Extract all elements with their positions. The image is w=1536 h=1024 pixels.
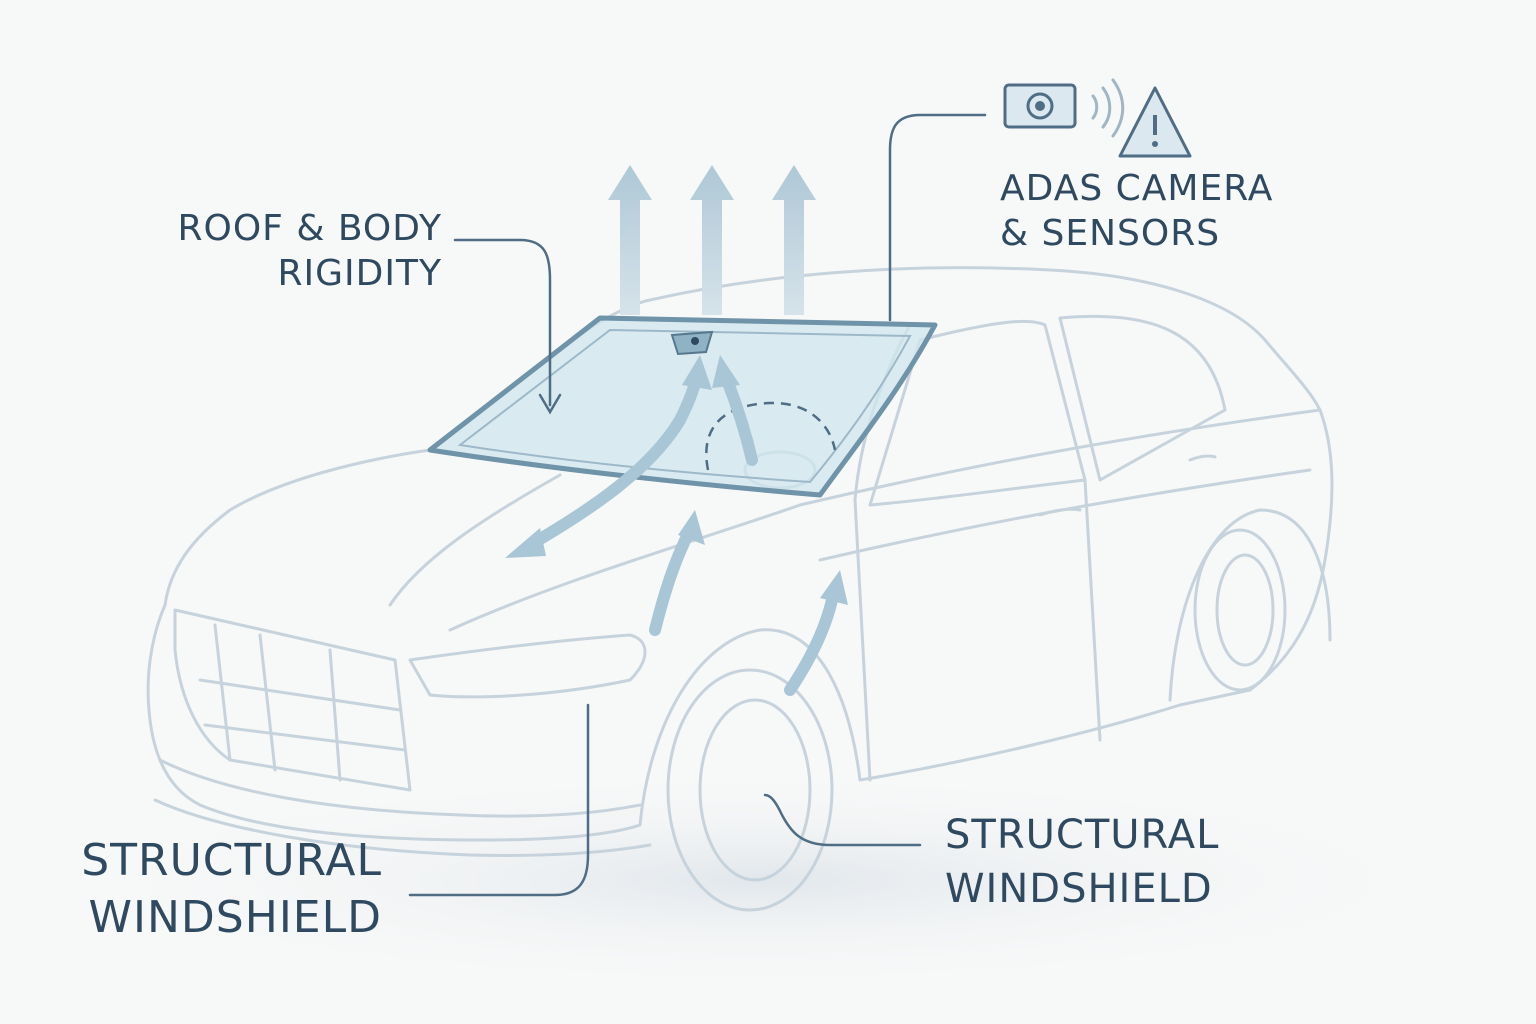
label-structural-left-line1: STRUCTURAL: [81, 835, 382, 886]
side-crease: [818, 468, 1312, 562]
rear-wheel-rim: [1215, 553, 1275, 667]
window-rear: [1058, 314, 1227, 482]
leader-roof-head: [538, 393, 562, 415]
rear-body: [1178, 408, 1334, 707]
label-roof-line2: RIGIDITY: [277, 253, 442, 294]
up-arrow-2: [690, 165, 734, 315]
car-body: [146, 266, 1334, 912]
leader-structural-left: [408, 703, 590, 897]
grille-bar-3: [328, 648, 342, 782]
load-arrow-diag: [524, 369, 703, 551]
side-sill: [858, 703, 1182, 782]
label-structural-left-line2: WINDSHIELD: [88, 892, 382, 943]
arrowhead-1: [505, 528, 546, 558]
label-adas-camera-sensors: ADAS CAMERA & SENSORS: [1000, 168, 1273, 254]
leader-adas: [888, 113, 987, 322]
camera-icon: [1003, 83, 1077, 129]
up-arrow-1: [608, 165, 652, 315]
label-adas-line1: ADAS CAMERA: [1000, 168, 1274, 209]
label-roof-line1: ROOF & BODY: [177, 208, 442, 249]
rear-wheel: [1193, 528, 1287, 692]
rigidity-arrows: [608, 165, 816, 315]
label-structural-right-line2: WINDSHIELD: [945, 866, 1213, 912]
label-structural-right-line1: STRUCTURAL: [945, 812, 1220, 858]
leader-lines: [408, 113, 987, 897]
front-wheel-rim: [698, 698, 812, 882]
grille-bar-h: [198, 678, 402, 712]
dashed-zone: [705, 401, 837, 471]
front-bumper-lower: [158, 758, 642, 818]
arrowhead-4: [820, 570, 848, 605]
load-arrow-wheel: [649, 524, 696, 636]
load-arrow-heads: [505, 355, 848, 605]
label-structural-windshield-right: STRUCTURAL WINDSHIELD: [945, 812, 1219, 912]
arrowhead-2: [682, 355, 712, 390]
signal-waves-icon: [1091, 78, 1125, 138]
front-wheel: [666, 668, 834, 912]
hood-crease: [388, 473, 562, 607]
windshield-inner-edge: [457, 328, 912, 484]
label-roof-body-rigidity: ROOF & BODY RIGIDITY: [162, 208, 442, 294]
warning-triangle-icon: [1118, 86, 1192, 158]
front-lip: [153, 798, 652, 857]
rear-wheel-arch: [1168, 508, 1332, 702]
hood-crease-2: [448, 503, 802, 632]
grille: [173, 608, 412, 792]
load-arrows: [524, 369, 838, 696]
door-handle-rear: [1188, 454, 1217, 462]
window-front: [868, 319, 1087, 507]
grille-bar-1: [213, 623, 232, 762]
arrowhead-3: [678, 510, 705, 545]
arrowhead-5: [712, 355, 740, 388]
up-arrow-3: [772, 165, 816, 315]
label-adas-line2: & SENSORS: [1000, 213, 1221, 254]
hood: [163, 448, 432, 607]
beltline: [798, 408, 1322, 507]
front-fascia: [146, 603, 642, 842]
front-wheel-arch: [638, 628, 862, 827]
headlight: [408, 633, 647, 699]
door-split: [1083, 478, 1102, 742]
windshield-camera-lens: [691, 337, 699, 345]
leader-roof: [453, 238, 552, 407]
grille-bar-h2: [203, 723, 407, 752]
front-door: [853, 498, 872, 782]
leader-structural-right: [763, 793, 922, 847]
label-structural-windshield-left: STRUCTURAL WINDSHIELD: [62, 835, 382, 943]
load-arrow-door: [784, 594, 838, 696]
grille-bar-2: [258, 633, 277, 772]
